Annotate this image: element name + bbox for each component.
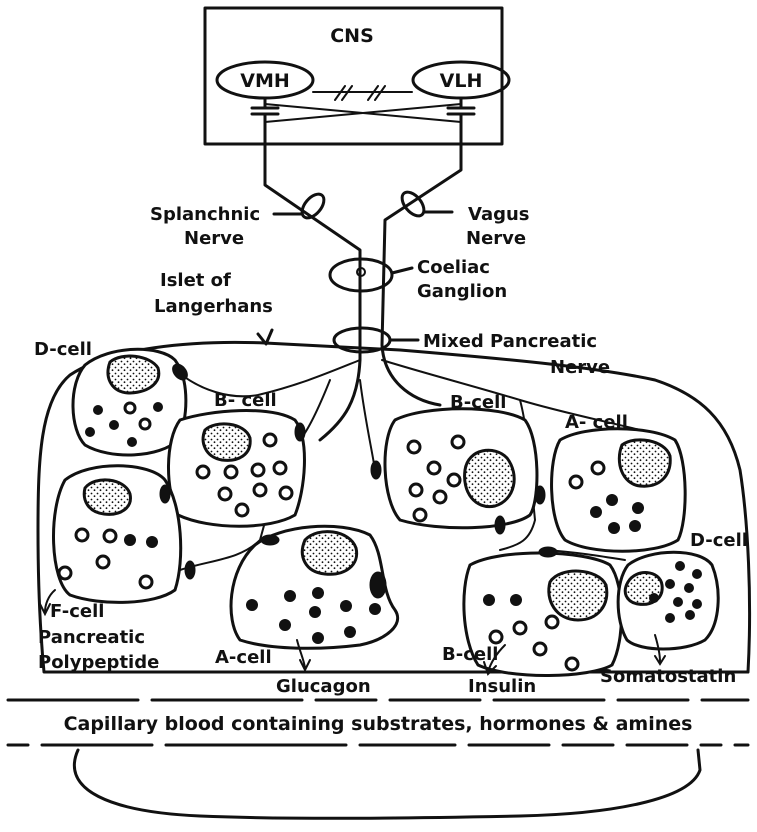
vmh-label: VMH <box>240 70 290 92</box>
d-cell-right-label: D-cell <box>690 530 748 551</box>
coeliac-label-2: Ganglion <box>417 281 507 302</box>
mixed-nerve-label-2: Nerve <box>550 357 610 378</box>
mixed-nerve-label-1: Mixed Pancreatic <box>423 331 597 352</box>
coeliac-label-1: Coeliac <box>417 257 490 278</box>
splanchnic-ganglion-marker <box>298 190 328 222</box>
splanchnic-label-2: Nerve <box>184 228 244 249</box>
a-cell-right-label: A- cell <box>565 412 628 433</box>
vagus-label-2: Nerve <box>466 228 526 249</box>
a-cell-right <box>552 429 686 552</box>
vlh-synapse <box>448 98 474 114</box>
pp-label-2: Polypeptide <box>38 652 159 673</box>
b-cell-bottom-label: B-cell <box>442 644 498 665</box>
cns-label: CNS <box>330 25 374 47</box>
b-cell-left <box>168 411 304 527</box>
insulin-label: Insulin <box>468 676 536 697</box>
d-cell-right <box>618 552 718 649</box>
glucagon-label: Glucagon <box>276 676 371 697</box>
splanchnic-label-1: Splanchnic <box>150 204 260 225</box>
somatostatin-label: Somatostatin <box>600 666 736 687</box>
coeliac-pointer <box>392 268 412 273</box>
splanchnic-pathway <box>265 114 360 440</box>
lower-tissue-outline <box>74 750 700 818</box>
pp-label-1: Pancreatic <box>38 627 145 648</box>
b-cell-center-right <box>385 409 537 528</box>
b-cell-left-label: B- cell <box>214 390 277 411</box>
b-cell-right-label: B-cell <box>450 392 506 413</box>
vlh-nucleus: VLH <box>413 62 509 98</box>
f-cell-label: F-cell <box>50 601 104 622</box>
vlh-label: VLH <box>440 70 483 92</box>
cns-box: CNS VMH VLH <box>205 8 509 144</box>
vagus-label-1: Vagus <box>468 204 530 225</box>
capillary: Capillary blood containing substrates, h… <box>8 700 748 745</box>
f-cell <box>54 466 181 603</box>
a-cell-bottom-label: A-cell <box>215 647 272 668</box>
islet-label-1: Islet of <box>160 270 231 291</box>
islet-label-2: Langerhans <box>154 296 273 317</box>
vmh-synapse <box>252 98 278 114</box>
vmh-nucleus: VMH <box>217 62 313 98</box>
d-cell-left-label: D-cell <box>34 339 92 360</box>
capillary-label: Capillary blood containing substrates, h… <box>64 713 693 735</box>
d-cell-upper-left <box>73 349 186 455</box>
